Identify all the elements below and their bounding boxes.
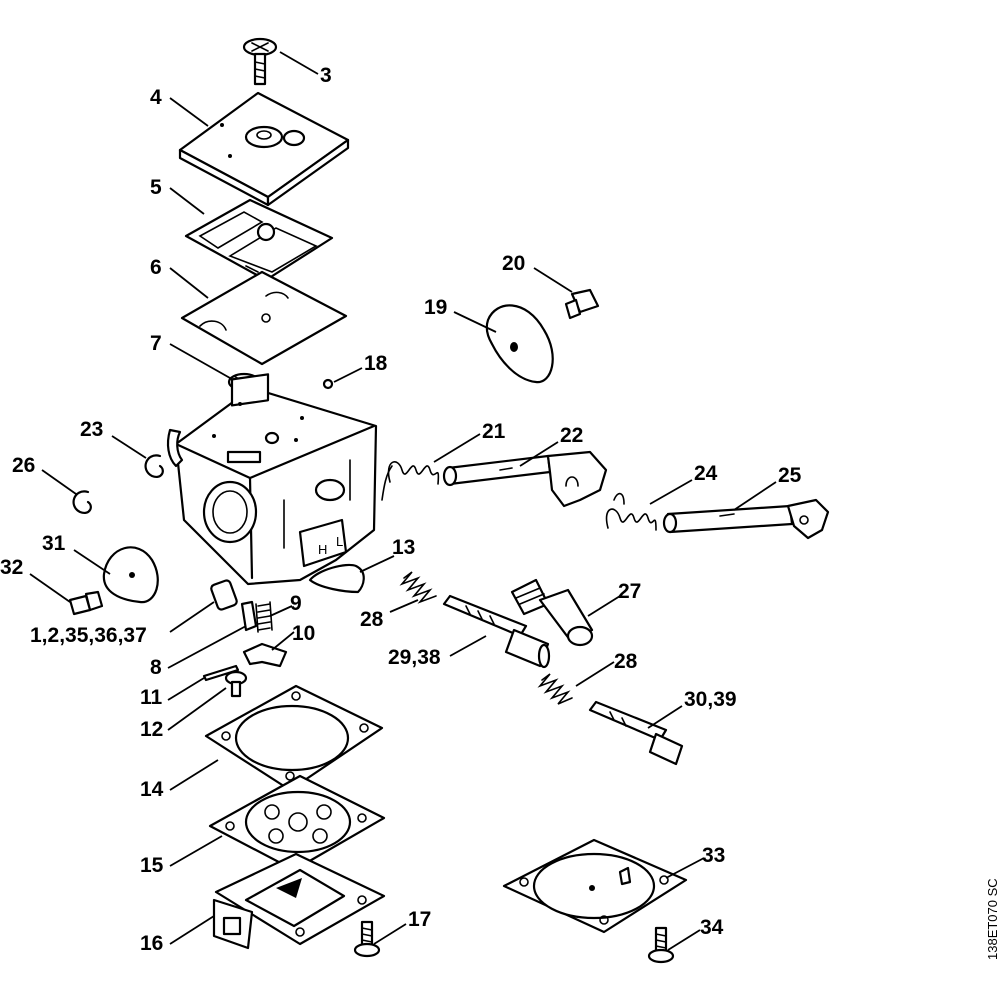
callout-28-upper: 28 (360, 608, 384, 631)
part-23-e-clip[interactable] (144, 454, 164, 478)
callout-10: 10 (292, 622, 315, 645)
callout-31: 31 (42, 532, 66, 555)
part-10-lever[interactable] (242, 642, 288, 668)
part-29-38-screw[interactable] (442, 594, 551, 669)
part-1-2-35-36-37-needle[interactable] (210, 579, 238, 611)
part-27-screw[interactable] (510, 578, 594, 647)
part-3-screw[interactable] (242, 37, 278, 86)
callout-27: 27 (618, 580, 641, 603)
leader-lines (29, 51, 777, 951)
part-28-spring-lower[interactable] (537, 673, 573, 705)
part-25-choke-shaft[interactable] (662, 498, 830, 540)
callout-16: 16 (140, 932, 163, 955)
part-32-screw[interactable] (68, 590, 104, 616)
part-28-spring-upper[interactable] (399, 571, 437, 604)
part-34-screw[interactable] (647, 926, 675, 964)
callout-8: 8 (150, 656, 162, 679)
part-17-screw[interactable] (353, 920, 381, 958)
part-4-cover[interactable] (178, 91, 350, 207)
callout-22: 22 (560, 424, 583, 447)
callout-1-2-35-36-37: 1,2,35,36,37 (30, 624, 147, 647)
callout-5: 5 (150, 176, 162, 199)
part-13-felt[interactable] (308, 563, 365, 594)
callout-25: 25 (778, 464, 802, 487)
part-12-screw[interactable] (224, 670, 248, 698)
callout-13: 13 (392, 536, 415, 559)
callout-9: 9 (290, 592, 302, 615)
part-22-throttle-shaft[interactable] (442, 450, 608, 508)
callout-28-lower: 28 (614, 650, 638, 673)
part-24-spring[interactable] (605, 508, 657, 531)
callout-23: 23 (80, 418, 103, 441)
callout-30-39: 30,39 (684, 688, 737, 711)
part-20-screw[interactable] (564, 288, 600, 320)
part-9-spring[interactable] (255, 601, 273, 633)
callout-15: 15 (140, 854, 164, 877)
callout-18: 18 (364, 352, 388, 375)
svg-text:L: L (336, 534, 343, 549)
part-33-cover[interactable] (502, 838, 688, 934)
callout-14: 14 (140, 778, 164, 801)
callout-3: 3 (320, 64, 332, 87)
part-8-needle[interactable] (240, 600, 258, 632)
callout-34: 34 (700, 916, 724, 939)
callout-12: 12 (140, 718, 163, 741)
part-30-39-screw[interactable] (588, 700, 684, 766)
part-18-ball[interactable] (322, 378, 334, 390)
drawing-reference: 138ET070 SC (985, 878, 1000, 960)
part-6-pump-diaphragm[interactable] (180, 270, 348, 366)
part-15-diaphragm[interactable] (208, 774, 386, 872)
callout-29-38: 29,38 (388, 646, 441, 669)
callout-33: 33 (702, 844, 725, 867)
part-5-pump-gasket[interactable] (184, 198, 334, 282)
callout-labels: 3 4 5 6 7 18 20 19 21 22 23 24 25 26 13 … (0, 64, 802, 955)
callout-11: 11 (140, 686, 163, 709)
callout-4: 4 (150, 86, 162, 109)
callout-26: 26 (12, 454, 35, 477)
callout-6: 6 (150, 256, 162, 279)
callout-19: 19 (424, 296, 447, 319)
callout-20: 20 (502, 252, 525, 275)
part-21-spring[interactable] (387, 461, 440, 485)
callout-21: 21 (482, 420, 506, 443)
callout-32: 32 (0, 556, 23, 579)
part-26-e-clip[interactable] (72, 490, 92, 514)
part-14-gasket[interactable] (204, 684, 384, 792)
callout-24: 24 (694, 462, 718, 485)
callout-17: 17 (408, 908, 431, 931)
carburetor-body[interactable]: H L (166, 373, 378, 586)
svg-text:H: H (318, 542, 327, 557)
part-31-choke-disc[interactable] (102, 546, 159, 604)
callout-7: 7 (150, 332, 162, 355)
part-16-cover[interactable] (212, 852, 386, 950)
part-11-pin[interactable] (202, 664, 240, 682)
part-19-throttle-disc[interactable] (485, 304, 554, 384)
